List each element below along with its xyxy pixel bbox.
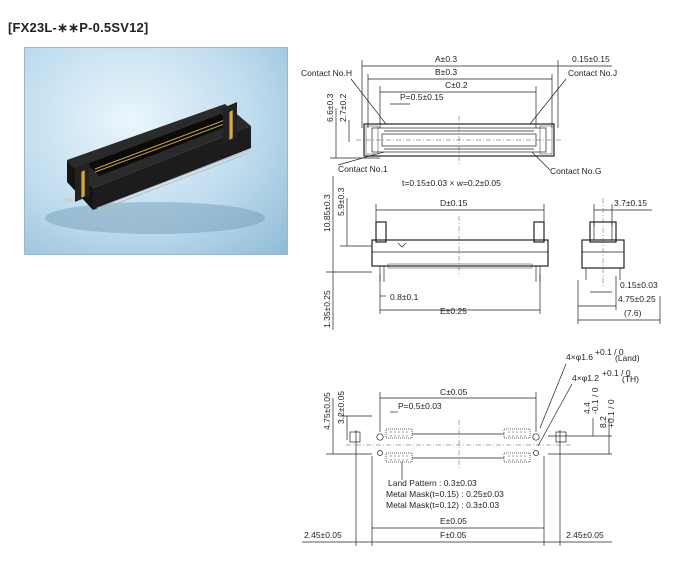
dim-offset: 0.15±0.15	[572, 54, 610, 64]
dim-upper-front: 5.9±0.3	[336, 187, 346, 216]
note-land-pattern: Land Pattern : 0.3±0.03	[388, 478, 477, 488]
note-land-holes: 4×φ1.6	[566, 352, 593, 362]
dim-left-edge: 2.45±0.05	[304, 530, 342, 540]
product-title: [FX23L-∗∗P-0.5SV12]	[8, 20, 149, 35]
dim-c: C±0.2	[445, 80, 468, 90]
dim-f-pcb: F±0.05	[440, 530, 467, 540]
dim-p-pcb: P=0.5±0.03	[398, 401, 442, 411]
note-metal-mask-2: Metal Mask(t=0.12) : 0.3±0.03	[386, 500, 499, 510]
label-contact-j: Contact No.J	[568, 68, 617, 78]
product-photo	[24, 47, 288, 255]
label-contact-1: Contact No.1	[338, 164, 388, 174]
pcb-layout: 4×φ1.6 +0.1 / 0 (Land) 4×φ1.2 +0.1 / 0 (…	[302, 347, 640, 546]
note-land-label: (Land)	[615, 353, 640, 363]
dim-right-2: 8.2	[598, 416, 608, 428]
connector-photo-illustration	[45, 102, 265, 234]
dim-ref-side: (7.6)	[624, 308, 642, 318]
dim-width-side: 3.7±0.15	[614, 198, 647, 208]
dim-a: A±0.3	[435, 54, 457, 64]
dim-right-1: 4.4	[582, 402, 592, 414]
dim-foot-side: 4.75±0.25	[618, 294, 656, 304]
top-view: A±0.3 B±0.3 C±0.2 P=0.5±0.15 0.15±0.15 C…	[301, 54, 617, 188]
dim-right-edge: 2.45±0.05	[566, 530, 604, 540]
label-contact-h: Contact No.H	[301, 68, 352, 78]
dim-height-front: 10.85±0.3	[322, 194, 332, 232]
note-th-tol: +0.1 / 0	[602, 368, 631, 378]
dim-lead-front: 1.35±0.25	[322, 290, 332, 328]
dim-right-1-tol: -0.1 / 0	[590, 387, 600, 414]
dim-e-pcb: E±0.05	[440, 516, 467, 526]
dim-b: B±0.3	[435, 67, 457, 77]
dim-depth-top: 2.7±0.2	[338, 93, 348, 122]
note-metal-mask-1: Metal Mask(t=0.15) : 0.25±0.03	[386, 489, 504, 499]
dim-terminal: t=0.15±0.03 × w=0.2±0.05	[402, 178, 501, 188]
dim-p-top: P=0.5±0.15	[400, 92, 444, 102]
dim-right-2-tol: +0.1 / 0	[606, 399, 616, 428]
dim-pitch-front: 0.8±0.1	[390, 292, 419, 302]
label-contact-g: Contact No.G	[550, 166, 602, 176]
dim-d: D±0.15	[440, 198, 468, 208]
dim-c-pcb: C±0.05	[440, 387, 468, 397]
note-land-tol: +0.1 / 0	[595, 347, 624, 357]
note-th-holes: 4×φ1.2	[572, 373, 599, 383]
side-view: 3.7±0.15 0.15±0.03 4.75±0.25 (7.6)	[577, 198, 661, 324]
dim-inner-pcb: 3.2±0.05	[336, 391, 346, 424]
dim-lead-side: 0.15±0.03	[620, 280, 658, 290]
dim-height-top: 6.6±0.3	[325, 93, 335, 122]
dim-e-front: E±0.25	[440, 306, 467, 316]
front-view: D±0.15 10.85±0.3 5.9±0.3 1.35±0.25 0.8±0…	[322, 176, 549, 330]
note-th-label: (TH)	[622, 374, 639, 384]
dim-height-pcb: 4.75±0.05	[322, 392, 332, 430]
